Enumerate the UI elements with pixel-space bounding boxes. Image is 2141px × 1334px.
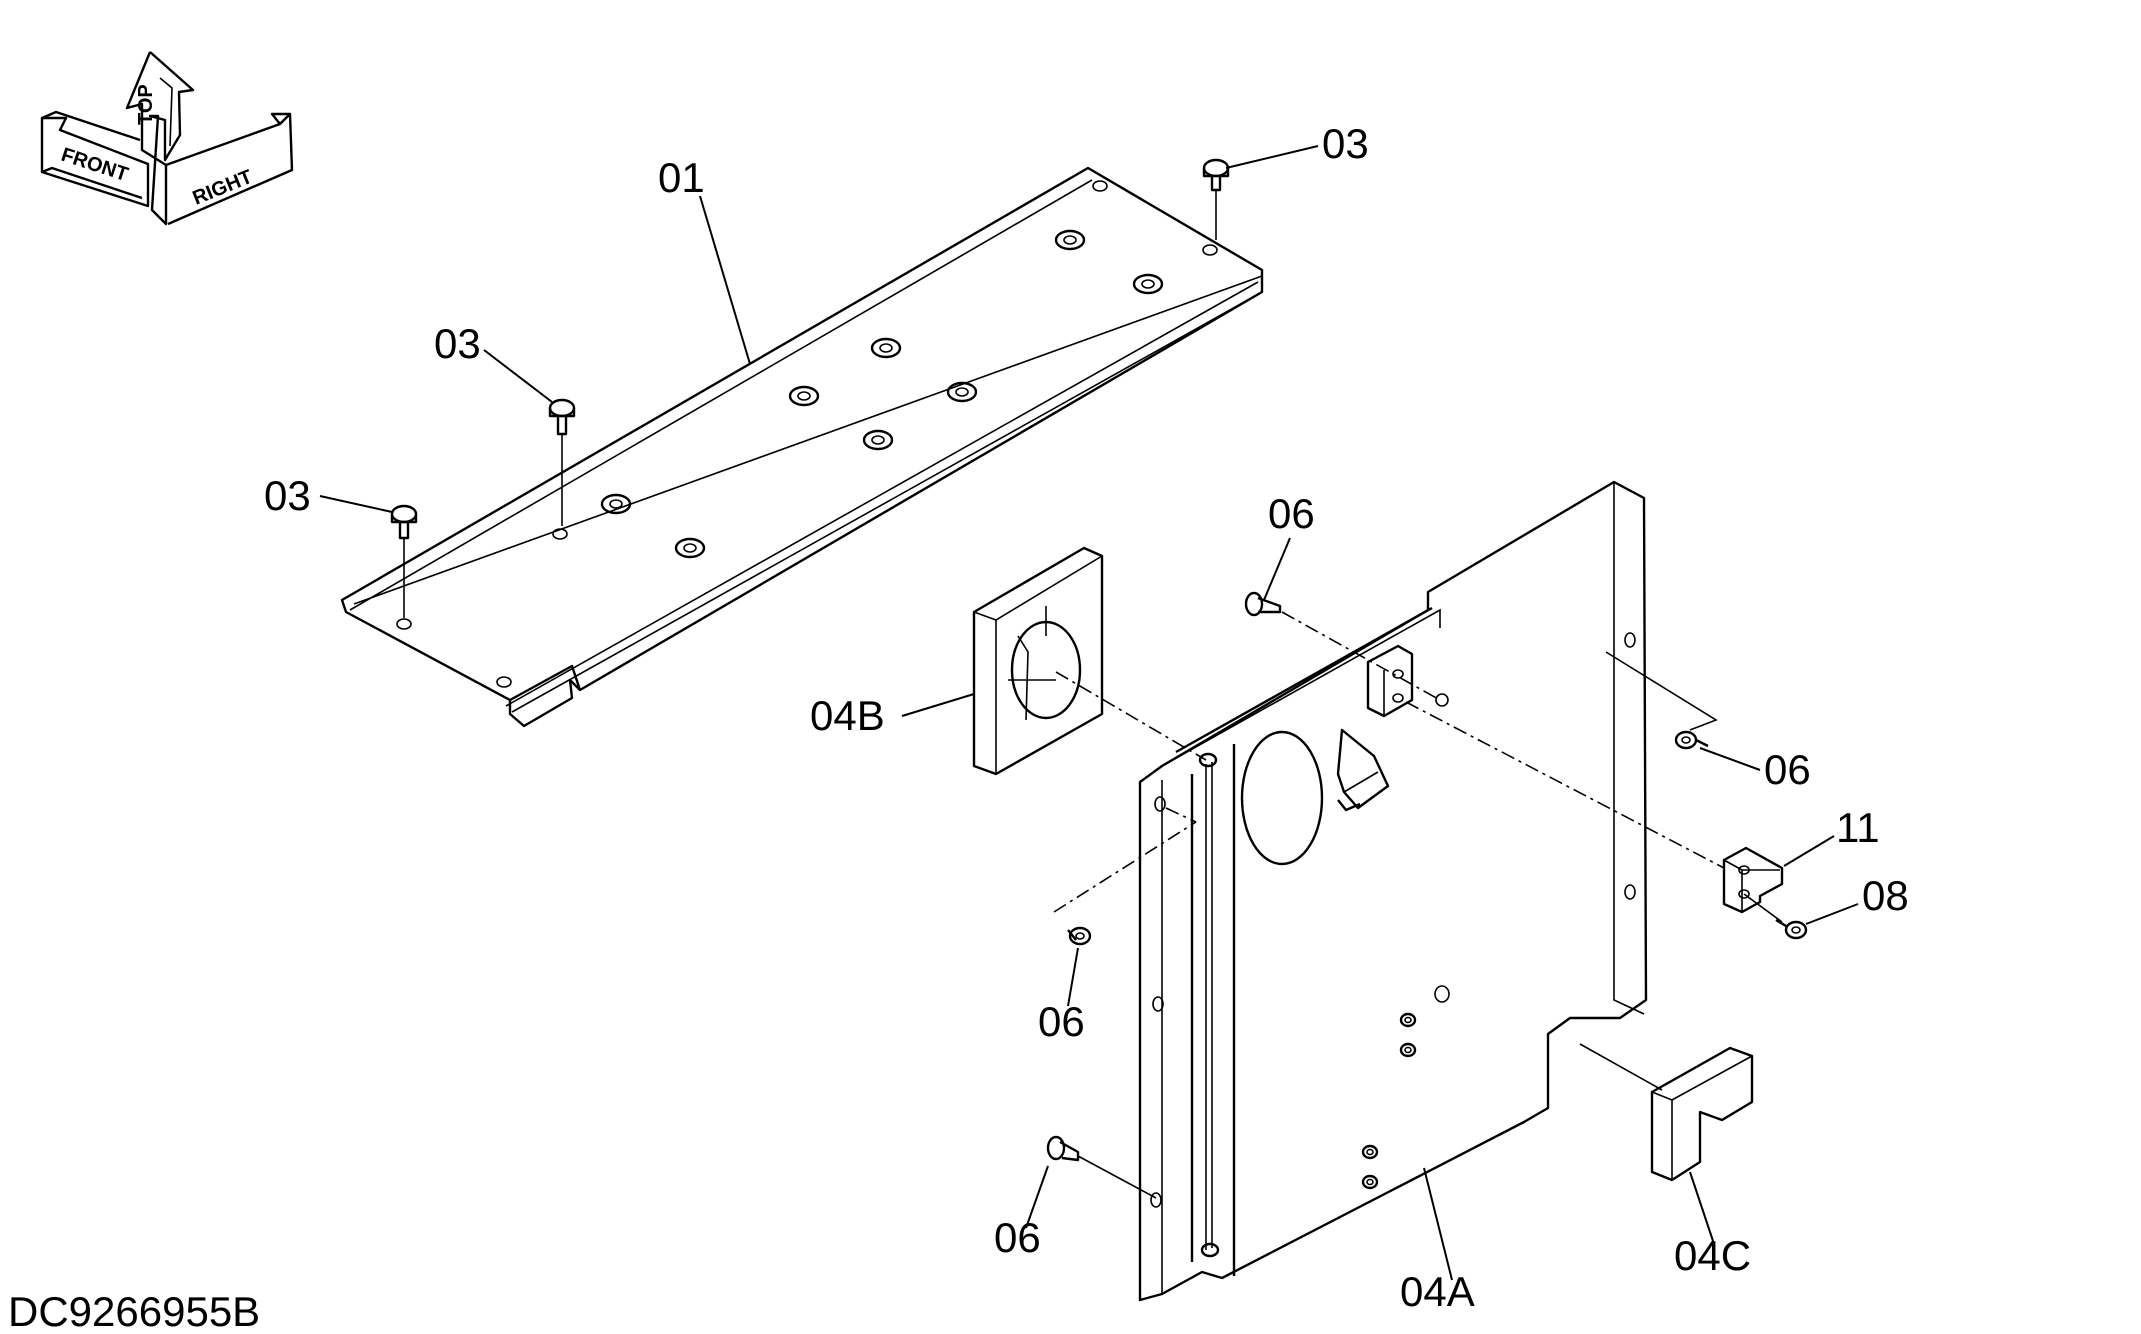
orientation-symbol: TOP FRONT RIGHT <box>40 51 294 226</box>
part-04b-grommet <box>972 546 1104 776</box>
screw-08 <box>1743 893 1808 940</box>
centerline-04c <box>1579 1043 1663 1091</box>
centerline-11 <box>1405 701 1725 869</box>
callout-03-middle: 03 <box>434 320 481 367</box>
callout-06-top: 06 <box>1268 490 1315 537</box>
leader-lines <box>319 145 1859 1281</box>
part-01-top-plate <box>340 166 1264 728</box>
part-11-bracket <box>1722 846 1784 914</box>
screw-06-bottom <box>1046 1135 1157 1199</box>
bolt-03-middle <box>548 398 576 526</box>
callout-04c: 04C <box>1674 1232 1751 1279</box>
callout-06-bottom: 06 <box>994 1214 1041 1261</box>
orientation-right-label: RIGHT <box>190 166 256 210</box>
screw-06-left <box>1053 807 1197 946</box>
callout-01: 01 <box>658 154 705 201</box>
centerline-04b <box>1055 671 1207 761</box>
callout-03-left: 03 <box>264 472 311 519</box>
screw-06-right <box>1605 651 1718 750</box>
callout-06-right: 06 <box>1764 746 1811 793</box>
callout-03-right: 03 <box>1322 120 1369 167</box>
plate-studs <box>600 229 1164 559</box>
callout-04b: 04B <box>810 692 885 739</box>
callout-04a: 04A <box>1400 1268 1475 1315</box>
callout-11: 11 <box>1836 804 1880 851</box>
part-04a-panel <box>1138 480 1648 1302</box>
orientation-top-label: TOP <box>135 84 157 125</box>
bolt-03-right <box>1202 158 1230 240</box>
screw-06-top <box>1244 591 1441 701</box>
callout-08: 08 <box>1862 872 1909 919</box>
part-04c-block <box>1650 1046 1754 1182</box>
callout-06-left: 06 <box>1038 998 1085 1045</box>
bolt-03-left <box>390 504 418 618</box>
drawing-code: DC9266955B <box>8 1288 260 1334</box>
